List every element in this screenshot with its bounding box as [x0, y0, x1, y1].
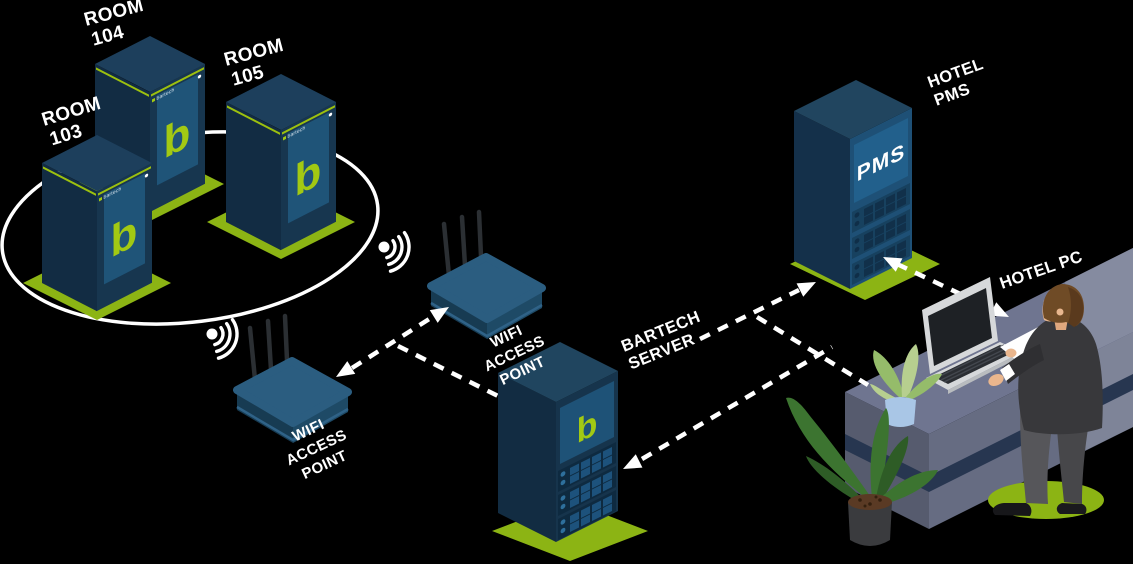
bartech-server-panel — [560, 381, 614, 465]
bartech-server: b — [492, 342, 648, 561]
link-ap1-ap2 — [350, 314, 436, 370]
laptop — [922, 277, 1022, 394]
floor-plant-pot — [848, 502, 892, 546]
label-hotel-pms: HOTEL PMS — [925, 55, 986, 110]
link-ap2-bartech — [396, 343, 522, 410]
minibar-room-103 — [21, 133, 173, 322]
person-cuff — [1000, 364, 1015, 381]
wifi-access-point-1 — [237, 316, 348, 443]
person-ear — [1056, 308, 1064, 316]
bartech-server-logo: b — [577, 402, 598, 451]
person-front-shoe — [992, 503, 1032, 516]
bartech-server-left-face — [498, 373, 556, 542]
pms-server-top-face — [794, 80, 912, 139]
wifi-signal-icon-2 — [376, 231, 411, 273]
pms-server-left-face — [794, 110, 850, 289]
laptop-screen — [928, 288, 992, 366]
minibar-room-105 — [205, 72, 357, 261]
label-bartech-server: BARTECH SERVER — [619, 308, 703, 374]
wifi-access-point-2 — [431, 212, 542, 339]
desk-plant — [870, 344, 942, 427]
bartech-server-top-face — [498, 342, 618, 402]
pms-server-panel — [854, 118, 908, 204]
arrowhead-to-pms — [796, 275, 820, 297]
person-hand — [988, 373, 1004, 387]
arrowhead-to-ap1 — [332, 361, 356, 384]
hotel-staff-person — [988, 284, 1104, 519]
floor-plant-soil — [848, 494, 892, 510]
person-paper-hand — [1005, 348, 1017, 358]
desk-plant-pot — [885, 397, 916, 427]
person-back-shoe — [1056, 503, 1087, 514]
wifi-signal-icon-1 — [204, 318, 239, 360]
person-back-leg — [1056, 412, 1090, 504]
link-pms-desk — [755, 315, 870, 387]
link-pc-bartech — [640, 345, 834, 461]
hotel-pms-server: PMS — [790, 80, 940, 300]
floor-plant — [786, 397, 938, 546]
arrowhead-to-bartech — [619, 454, 643, 476]
